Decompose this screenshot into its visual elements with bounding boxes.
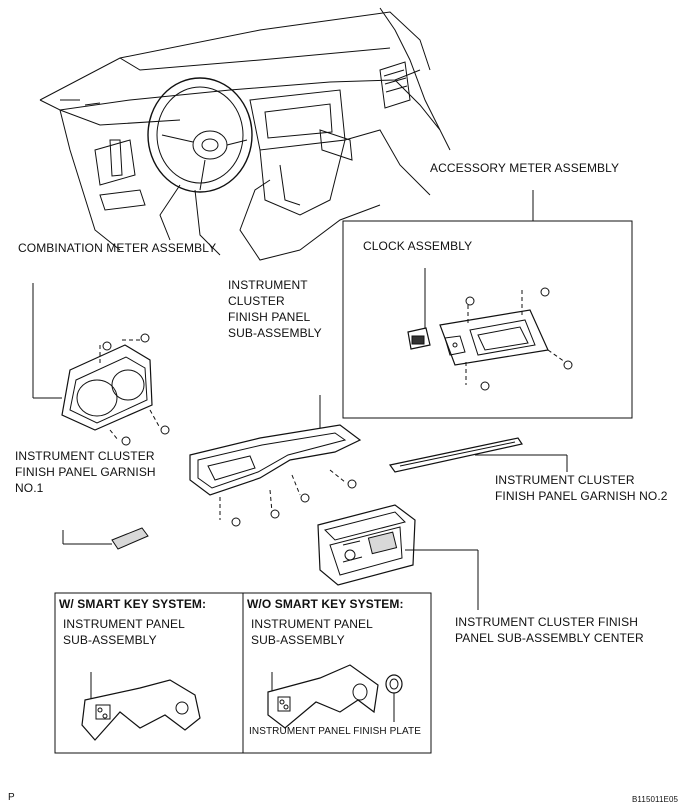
label-garnish2-line1: INSTRUMENT CLUSTER (495, 473, 635, 487)
label-icf-panel-line2: CLUSTER (228, 294, 285, 308)
label-ip-without-line2: SUB-ASSEMBLY (251, 633, 345, 647)
label-garnish1-line3: NO.1 (15, 481, 44, 495)
label-garnish1-line2: FINISH PANEL GARNISH (15, 465, 156, 479)
label-finish-plate: INSTRUMENT PANEL FINISH PLATE (249, 726, 422, 737)
label-center-line2: PANEL SUB-ASSEMBLY CENTER (455, 631, 644, 645)
label-ip-with-line1: INSTRUMENT PANEL (63, 617, 185, 631)
finish-plate-part (385, 674, 403, 694)
garnish-no1-part (111, 527, 149, 550)
instrument-panel-without-smart-key (267, 664, 379, 729)
accessory-meter-box (342, 220, 633, 419)
label-ip-with-line2: SUB-ASSEMBLY (63, 633, 157, 647)
label-icf-panel-line3: FINISH PANEL (228, 310, 311, 324)
footer-left-mark: P (8, 792, 15, 803)
label-garnish2-line2: FINISH PANEL GARNISH NO.2 (495, 489, 668, 503)
garnish-no2-part (388, 437, 523, 473)
dashboard-illustration (39, 7, 451, 261)
label-icf-panel-line4: SUB-ASSEMBLY (228, 326, 322, 340)
heading-with-smart-key: W/ SMART KEY SYSTEM: (59, 597, 207, 611)
cluster-finish-panel-part (189, 424, 362, 527)
label-accessory-meter: ACCESSORY METER ASSEMBLY (430, 161, 620, 175)
accessory-meter-part (439, 287, 573, 391)
combination-meter-part (61, 333, 170, 446)
label-center-line1: INSTRUMENT CLUSTER FINISH (455, 615, 638, 629)
clock-assembly-part (407, 268, 431, 350)
heading-without-smart-key: W/O SMART KEY SYSTEM: (247, 597, 404, 611)
center-panel-part (317, 504, 416, 586)
label-ip-without-line1: INSTRUMENT PANEL (251, 617, 373, 631)
label-clock-assembly: CLOCK ASSEMBLY (363, 239, 473, 253)
label-combination-meter: COMBINATION METER ASSEMBLY (18, 241, 217, 255)
instrument-panel-with-smart-key (81, 679, 201, 741)
label-icf-panel-line1: INSTRUMENT (228, 278, 308, 292)
label-garnish1-line1: INSTRUMENT CLUSTER (15, 449, 155, 463)
figure-code: B115011E05 (632, 795, 679, 804)
